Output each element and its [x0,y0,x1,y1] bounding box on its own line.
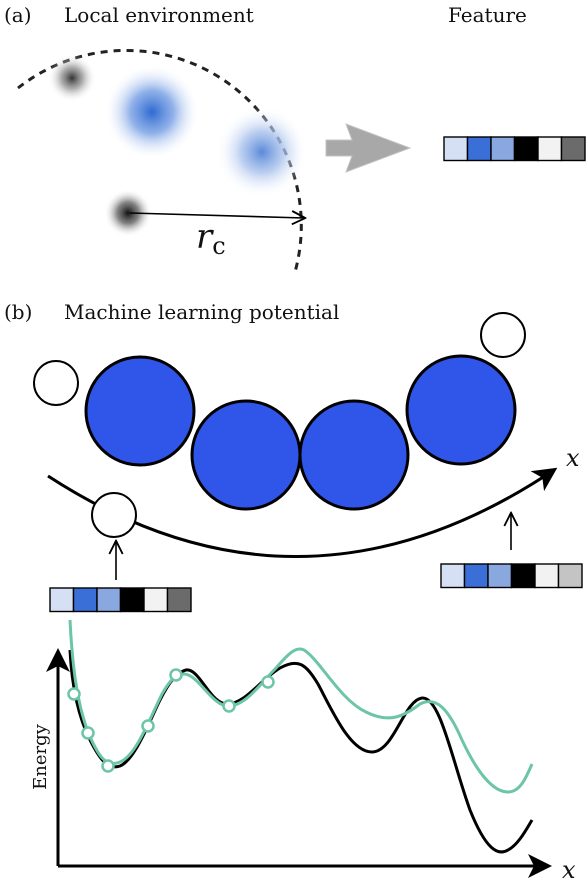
energy-y-label: Energy [30,723,51,790]
feature-vector-a [443,136,586,162]
feature-left-cell-4 [119,587,145,613]
panel-b-title: Machine learning potential [64,300,339,324]
panel-a-title: Local environment [64,3,254,27]
feature-left-cell-1 [49,587,75,613]
feature-a-cell-3 [490,136,516,162]
training-point-5 [169,668,183,682]
true-energy-curve [68,649,534,854]
feature-a-cell-1 [443,136,469,162]
feature-right-cell-6 [557,563,583,589]
training-point-3 [101,759,115,773]
blue-atom-1 [84,355,196,467]
rc-arrow [129,213,304,218]
training-point-1 [67,687,81,701]
feature-a-cell-2 [466,136,492,162]
rc-subscript: c [212,232,225,260]
feature-right-cell-1 [440,563,466,589]
path-x-label: x [566,444,580,472]
feature-left-cell-3 [96,587,122,613]
feature-left-cell-5 [143,587,169,613]
gray-atom-center [104,189,152,237]
energy-x-label: x [562,856,576,880]
blue-atom-2 [190,399,302,511]
feature-vector-right [440,563,583,589]
white-atom-path [91,492,137,538]
rc-symbol: r [196,217,214,257]
panel-b-tag: (b) [4,300,32,324]
feature-a-cell-4 [513,136,539,162]
ml-energy-curve [68,619,534,794]
feature-right-cell-5 [534,563,560,589]
feature-title: Feature [448,3,527,27]
blue-atom-chain [84,354,517,511]
gray-atom-top [48,54,96,102]
blue-atom-right [216,106,308,198]
feature-right-cell-3 [487,563,513,589]
blue-atom-4 [405,354,517,466]
feature-a-cell-5 [537,136,563,162]
feature-vector-left [49,587,192,613]
training-points [67,668,275,773]
transform-arrow [325,123,412,173]
training-point-7 [261,675,275,689]
white-atom-left [33,360,79,406]
rc-label: rc [196,217,226,260]
panel-a-tag: (a) [4,3,32,27]
training-point-2 [81,726,95,740]
feature-left-cell-6 [166,587,192,613]
training-point-6 [222,699,236,713]
white-atom-right [480,312,526,358]
training-point-4 [141,719,155,733]
feature-left-cell-2 [72,587,98,613]
feature-right-cell-4 [510,563,536,589]
blue-atom-large [104,64,200,160]
feature-right-cell-2 [463,563,489,589]
feature-a-cell-6 [560,136,586,162]
blue-atom-3 [298,399,410,511]
